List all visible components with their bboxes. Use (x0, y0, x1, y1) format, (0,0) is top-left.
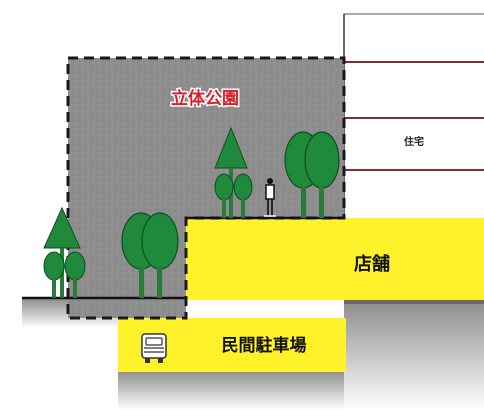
ground-center (118, 370, 348, 410)
housing-label: 住宅 (404, 135, 424, 148)
person-icon (264, 178, 276, 217)
park-label: 立体公園 (171, 88, 239, 109)
ground-right (344, 300, 484, 410)
tree-icon (284, 131, 340, 218)
car-icon (141, 333, 167, 363)
shops-label: 店舗 (354, 253, 390, 275)
parking-label: 民間駐車場 (222, 335, 307, 356)
tree-icon (43, 251, 65, 298)
shops-block (186, 218, 484, 300)
tree-icon (214, 173, 234, 218)
tree-icon (233, 173, 253, 218)
shops-base-shadow (344, 300, 484, 304)
tree-icon (121, 212, 179, 298)
tree-icon (64, 251, 86, 298)
